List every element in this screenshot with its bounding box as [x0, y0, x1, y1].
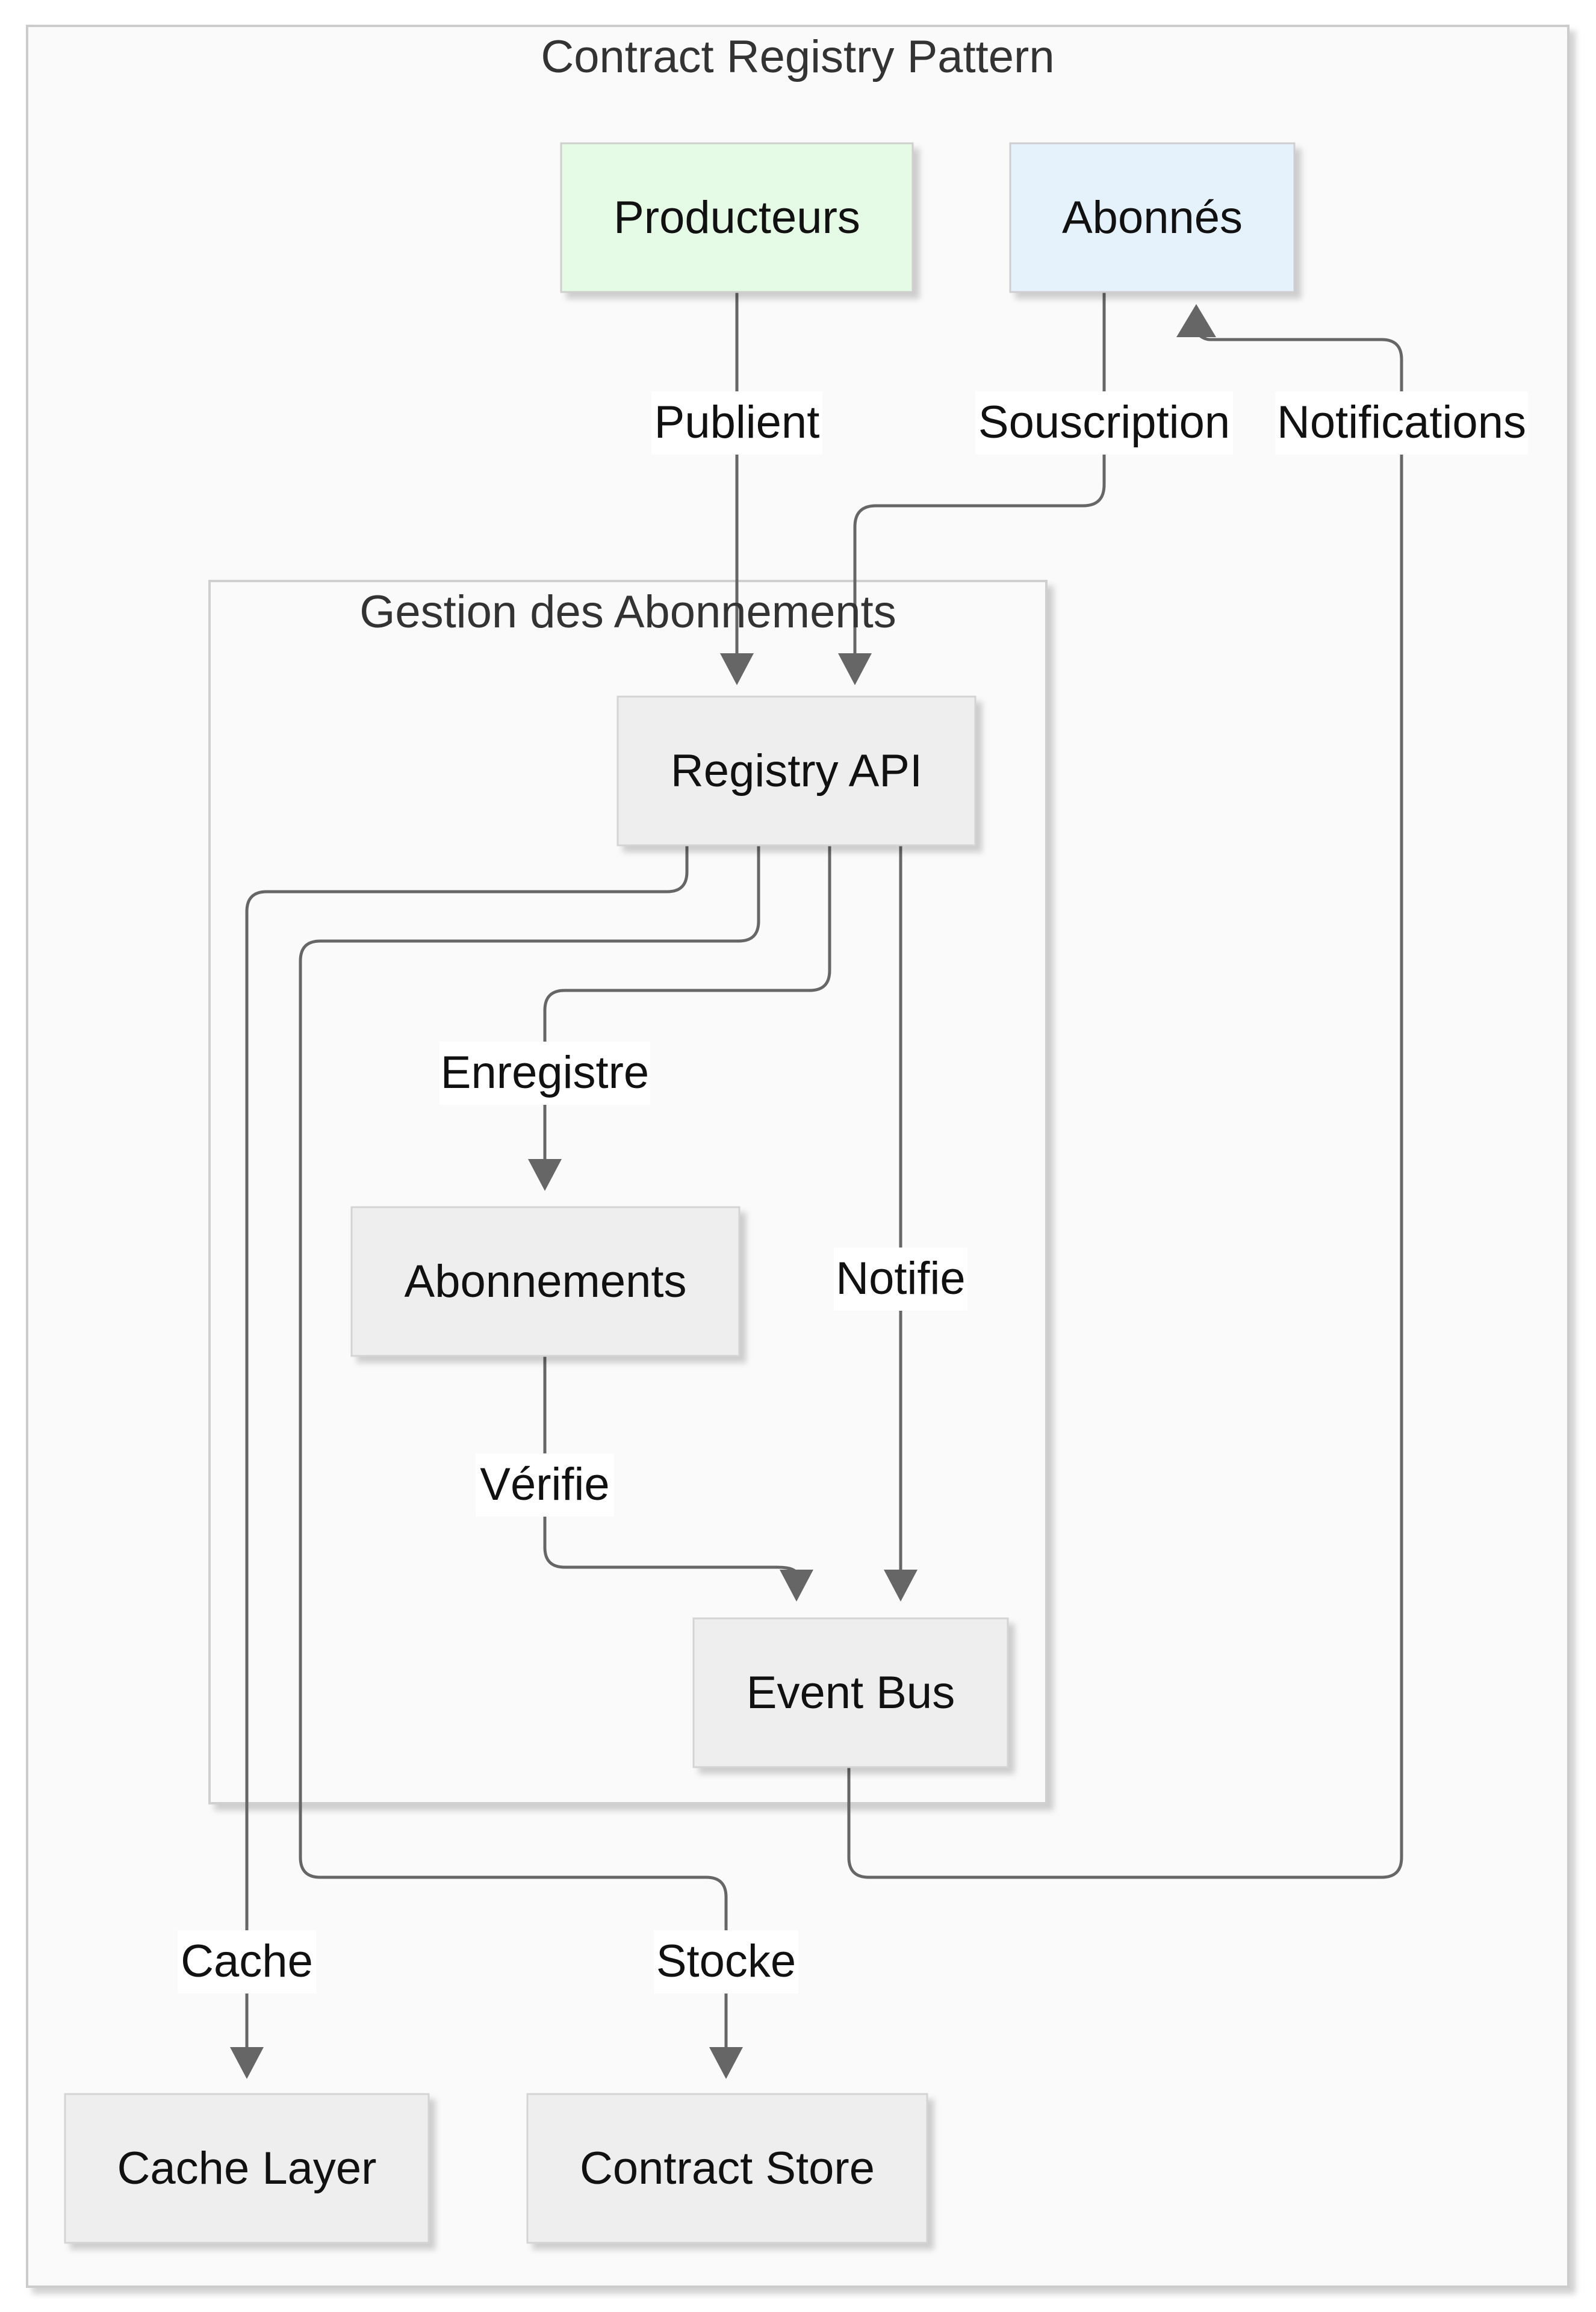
edge-label-publient: Publient	[654, 397, 820, 448]
edge-publient-arrow	[720, 653, 754, 685]
edge-label-verifie: Vérifie	[480, 1459, 609, 1510]
node-producteurs[interactable]: Producteurs	[560, 142, 914, 293]
edge-enregistre-arrow	[528, 1159, 562, 1191]
node-abonnes-label: Abonnés	[1062, 192, 1243, 243]
edge-souscription	[853, 292, 1106, 653]
node-abonnements[interactable]: Abonnements	[350, 1206, 741, 1357]
node-cache-layer[interactable]: Cache Layer	[64, 2093, 430, 2244]
edge-label-notifications: Notifications	[1277, 397, 1526, 448]
edge-notifications-arrow	[1176, 304, 1216, 337]
node-event-bus-label: Event Bus	[747, 1667, 955, 1718]
edge-label-stocke: Stocke	[656, 1936, 796, 1987]
node-registry-api[interactable]: Registry API	[616, 695, 977, 847]
node-contract-store-label: Contract Store	[580, 2143, 875, 2194]
node-contract-store[interactable]: Contract Store	[526, 2093, 928, 2244]
edge-stocke	[299, 843, 760, 2047]
node-abonnements-label: Abonnements	[405, 1256, 687, 1307]
edge-enregistre	[543, 843, 831, 1159]
outer-cluster-title: Contract Registry Pattern	[541, 31, 1054, 82]
subgraph-title: Gestion des Abonnements	[359, 586, 896, 638]
node-registry-api-label: Registry API	[671, 745, 922, 797]
edge-cache-arrow	[230, 2047, 264, 2079]
edge-souscription-arrow	[838, 653, 872, 685]
node-event-bus[interactable]: Event Bus	[692, 1617, 1009, 1768]
edge-cache	[245, 843, 689, 2047]
edge-notifications	[847, 333, 1403, 1879]
edge-label-cache: Cache	[181, 1936, 313, 1987]
edge-stocke-arrow	[709, 2047, 743, 2079]
node-producteurs-label: Producteurs	[613, 192, 860, 243]
edge-notifie-arrow	[884, 1570, 918, 1602]
node-abonnes[interactable]: Abonnés	[1009, 142, 1296, 293]
node-cache-layer-label: Cache Layer	[117, 2143, 377, 2194]
edge-label-notifie: Notifie	[836, 1253, 965, 1304]
edge-label-souscription: Souscription	[978, 397, 1230, 448]
edge-label-enregistre: Enregistre	[441, 1047, 649, 1098]
edge-verifie-arrow	[780, 1570, 813, 1602]
